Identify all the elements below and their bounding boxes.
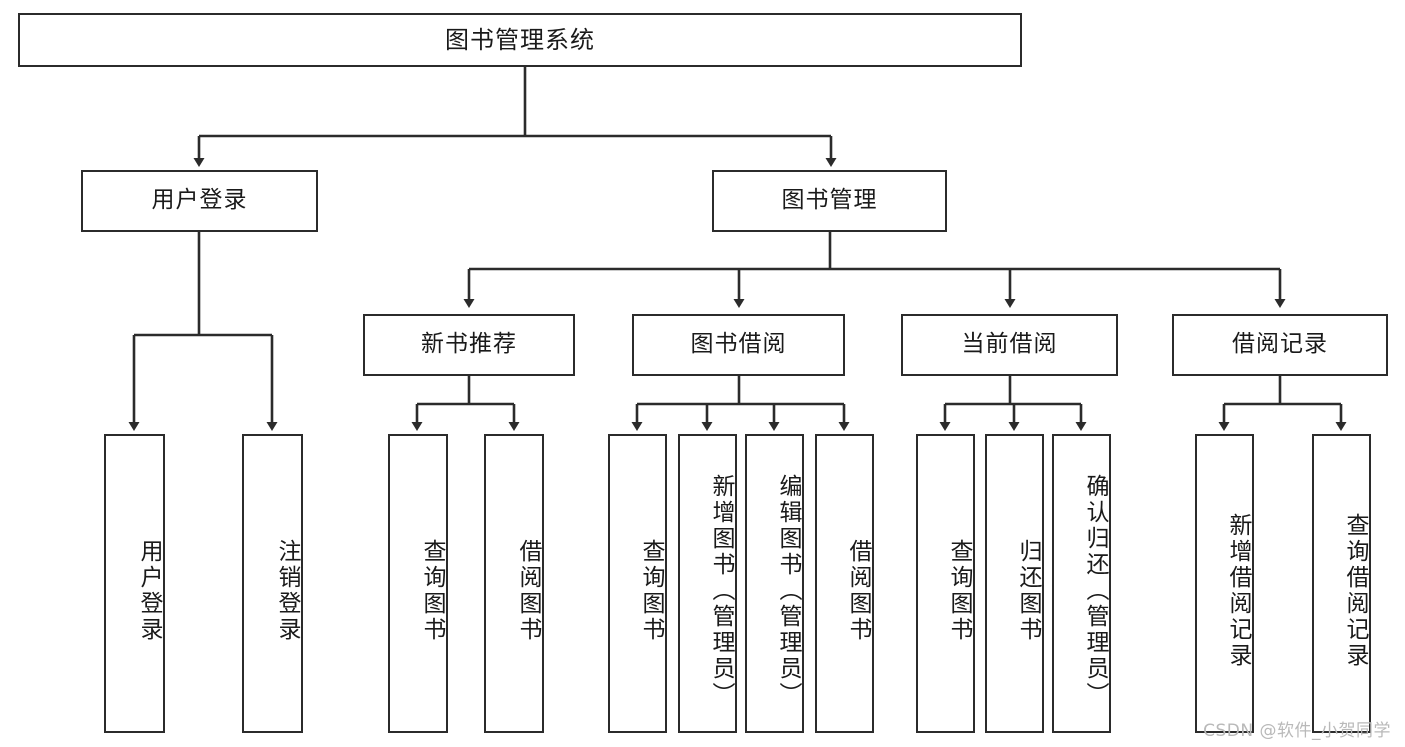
leaf-borrow-book-2[interactable]: 借阅图书 — [815, 434, 874, 733]
node-book-management-label: 图书管理 — [781, 187, 878, 214]
node-new-book-recommend-label: 新书推荐 — [421, 331, 517, 358]
node-user-login[interactable]: 用户登录 — [81, 170, 318, 232]
leaf-query-book-2[interactable]: 查询图书 — [608, 434, 667, 733]
node-current-borrow[interactable]: 当前借阅 — [901, 314, 1118, 376]
leaf-add-record[interactable]: 新增借阅记录 — [1195, 434, 1254, 733]
leaf-user-logout[interactable]: 注销登录 — [242, 434, 303, 733]
node-root[interactable]: 图书管理系统 — [18, 13, 1022, 67]
leaf-edit-book-label: 编辑图书（管理员） — [775, 473, 801, 708]
leaf-user-login[interactable]: 用户登录 — [104, 434, 165, 733]
leaf-borrow-book-1-label: 借阅图书 — [515, 538, 541, 643]
leaf-query-book-3[interactable]: 查询图书 — [916, 434, 975, 733]
leaf-user-logout-label: 注销登录 — [274, 538, 300, 643]
leaf-add-record-label: 新增借阅记录 — [1225, 512, 1251, 669]
node-current-borrow-label: 当前借阅 — [961, 331, 1058, 358]
leaf-query-record[interactable]: 查询借阅记录 — [1312, 434, 1371, 733]
node-borrow-record-label: 借阅记录 — [1232, 331, 1328, 358]
node-root-label: 图书管理系统 — [445, 25, 595, 54]
leaf-query-book-3-label: 查询图书 — [946, 538, 972, 643]
leaf-query-book-2-label: 查询图书 — [638, 538, 664, 643]
leaf-borrow-book-2-label: 借阅图书 — [845, 538, 871, 643]
node-book-borrow-label: 图书借阅 — [690, 331, 787, 358]
leaf-user-login-label: 用户登录 — [136, 538, 162, 643]
watermark: CSDN @软件_小贺同学 — [1203, 721, 1391, 741]
node-book-borrow[interactable]: 图书借阅 — [632, 314, 845, 376]
node-new-book-recommend[interactable]: 新书推荐 — [363, 314, 575, 376]
leaf-query-book-1-label: 查询图书 — [419, 538, 445, 643]
leaf-query-record-label: 查询借阅记录 — [1342, 512, 1368, 669]
leaf-edit-book[interactable]: 编辑图书（管理员） — [745, 434, 804, 733]
leaf-return-book-label: 归还图书 — [1015, 538, 1041, 643]
leaf-borrow-book-1[interactable]: 借阅图书 — [484, 434, 544, 733]
leaf-return-book[interactable]: 归还图书 — [985, 434, 1044, 733]
node-user-login-label: 用户登录 — [151, 187, 248, 214]
node-borrow-record[interactable]: 借阅记录 — [1172, 314, 1388, 376]
leaf-add-book[interactable]: 新增图书（管理员） — [678, 434, 737, 733]
leaf-add-book-label: 新增图书（管理员） — [708, 473, 734, 708]
leaf-query-book-1[interactable]: 查询图书 — [388, 434, 448, 733]
leaf-confirm-return-label: 确认归还（管理员） — [1082, 473, 1108, 708]
node-book-management[interactable]: 图书管理 — [712, 170, 947, 232]
leaf-confirm-return[interactable]: 确认归还（管理员） — [1052, 434, 1111, 733]
